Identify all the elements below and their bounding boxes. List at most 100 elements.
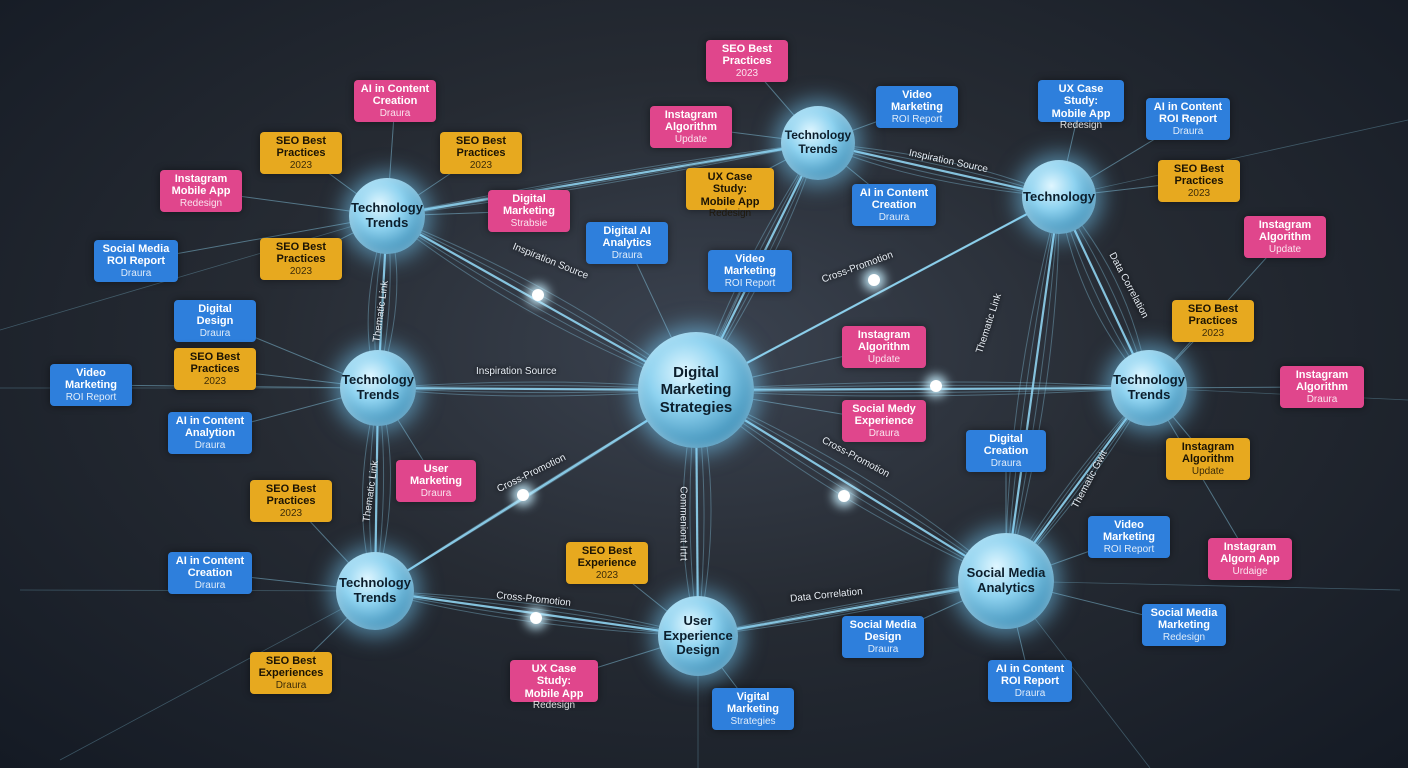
card-title: Practices [722,55,772,68]
card-title: AI in Content [1153,101,1223,113]
hub-technology-top-right[interactable]: Technology [1022,160,1096,234]
connection-line [695,196,1060,391]
card-title: Practices [190,363,240,376]
card-subtitle: Update [1191,465,1225,477]
card-title: Instagram [1223,541,1277,553]
card-title: AI in Content [859,187,929,199]
card-title: Practices [456,147,506,160]
card-subtitle: ROI Report [1103,543,1155,555]
card-title: AI in Content [995,663,1065,675]
card-title: AI in Content [175,415,245,427]
card-title: Video [1114,519,1144,531]
card-title: Mobile App [700,195,760,208]
card-title: Social Medy [852,403,916,415]
card-title: Practices [276,253,326,266]
hub-label: Trends [1127,387,1171,402]
card-title: Instagram [1258,219,1312,231]
card-title: SEO Best [721,43,773,55]
card-subtitle: Draura [1014,687,1046,699]
card-title: Digital [512,193,546,205]
card-subtitle: Draura [379,107,411,119]
card-title: Video [735,253,765,265]
card-subtitle: 2023 [1187,187,1211,199]
card-subtitle: Draura [120,267,152,279]
card-subtitle: Strabsie [510,217,548,229]
hub-label: Marketing [660,381,732,399]
card-title: Mobile App [171,185,231,198]
card-subtitle: Draura [611,249,643,261]
card-title: Algorithm [1296,381,1348,394]
card-subtitle: Redesign [1059,119,1103,131]
card-title: AI in Content [360,83,430,95]
card-title: ROI Report [1000,675,1060,688]
connection-line [1005,580,1401,591]
card-subtitle: ROI Report [891,113,943,125]
hub-label: Technology [1113,372,1185,388]
card-title: Vigital [736,691,770,703]
hub-label: Technology [351,200,423,216]
card-title: Social Media [849,619,917,631]
connection-line [386,142,819,217]
card-title: SEO Best [275,135,327,147]
card-title: Marketing [65,379,117,392]
connection-line [374,590,699,637]
connection-line [695,387,1150,394]
card-subtitle: Redesign [179,197,223,209]
card-title: Analytics [602,237,652,250]
card-title: Design [864,631,902,644]
card-title: Instagram [174,173,228,185]
card-title: ROI Report [1158,113,1218,126]
hub-label: Technology [339,575,411,591]
card-subtitle: Draura [1306,393,1338,405]
card-subtitle: ROI Report [724,277,776,289]
